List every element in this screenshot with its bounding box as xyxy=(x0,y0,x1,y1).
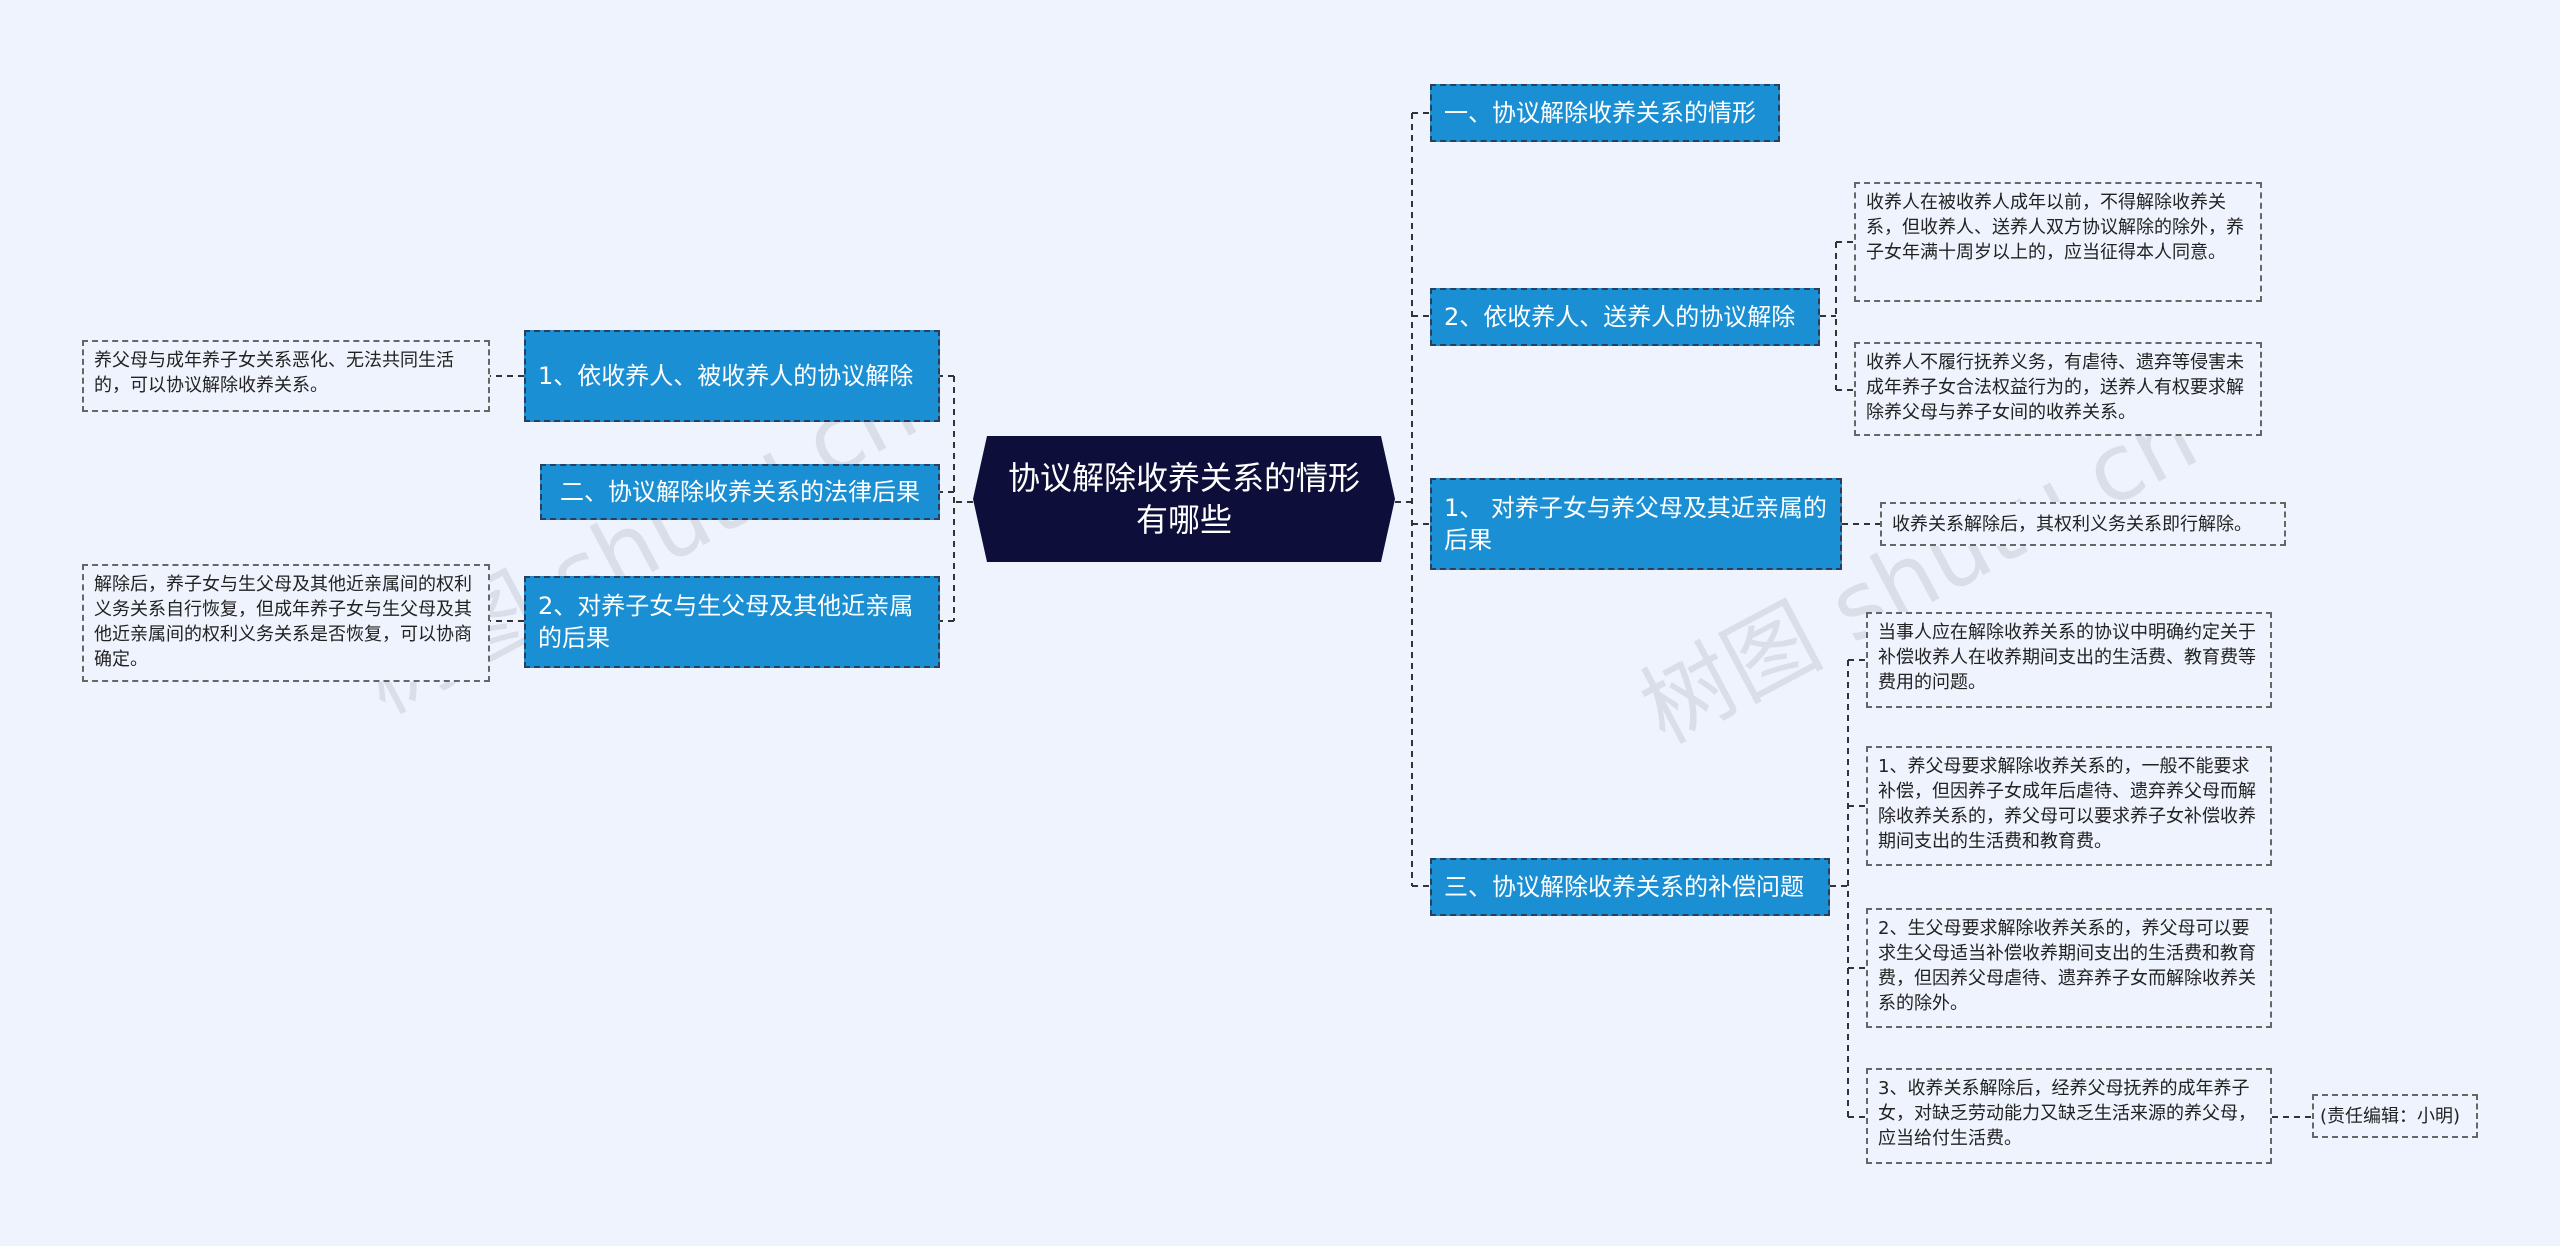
right-b4-leaf-2[interactable]: 1、养父母要求解除收养关系的，一般不能要求补偿，但因养子女成年后虐待、遗弃养父母… xyxy=(1866,746,2272,866)
right-b4-leaf-3-text: 2、生父母要求解除收养关系的，养父母可以要求生父母适当补偿收养期间支出的生活费和… xyxy=(1878,918,2256,1014)
left-branch-2-label: 二、协议解除收养关系的法律后果 xyxy=(560,478,920,506)
right-branch-2[interactable]: 2、依收养人、送养人的协议解除 xyxy=(1430,288,1820,346)
right-branch-1[interactable]: 一、协议解除收养关系的情形 xyxy=(1430,84,1780,142)
right-branch-4-label: 三、协议解除收养关系的补偿问题 xyxy=(1444,873,1804,901)
left-leaf-1-text: 养父母与成年养子女关系恶化、无法共同生活的，可以协议解除收养关系。 xyxy=(94,350,454,396)
left-leaf-3[interactable]: 解除后，养子女与生父母及其他近亲属间的权利义务关系自行恢复，但成年养子女与生父母… xyxy=(82,564,490,682)
left-branch-1[interactable]: 1、依收养人、被收养人的协议解除 xyxy=(524,330,940,422)
root-title: 协议解除收养关系的情形有哪些 xyxy=(1007,459,1360,539)
right-b3-leaf[interactable]: 收养关系解除后，其权利义务关系即行解除。 xyxy=(1880,502,2286,546)
right-b4-leaf-4[interactable]: 3、收养关系解除后，经养父母抚养的成年养子女，对缺乏劳动能力又缺乏生活来源的养父… xyxy=(1866,1068,2272,1164)
right-b4-leaf-3[interactable]: 2、生父母要求解除收养关系的，养父母可以要求生父母适当补偿收养期间支出的生活费和… xyxy=(1866,908,2272,1028)
right-branch-4[interactable]: 三、协议解除收养关系的补偿问题 xyxy=(1430,858,1830,916)
right-b4-leaf-1[interactable]: 当事人应在解除收养关系的协议中明确约定关于补偿收养人在收养期间支出的生活费、教育… xyxy=(1866,612,2272,708)
left-leaf-3-text: 解除后，养子女与生父母及其他近亲属间的权利义务关系自行恢复，但成年养子女与生父母… xyxy=(94,574,472,670)
right-b3-leaf-text: 收养关系解除后，其权利义务关系即行解除。 xyxy=(1892,513,2252,535)
left-branch-2[interactable]: 二、协议解除收养关系的法律后果 xyxy=(540,464,940,520)
root-topic[interactable]: 协议解除收养关系的情形有哪些 xyxy=(973,436,1395,562)
right-b2-leaf-1[interactable]: 收养人在被收养人成年以前，不得解除收养关系，但收养人、送养人双方协议解除的除外，… xyxy=(1854,182,2262,302)
left-leaf-1[interactable]: 养父母与成年养子女关系恶化、无法共同生活的，可以协议解除收养关系。 xyxy=(82,340,490,412)
editor-note-text: (责任编辑：小明) xyxy=(2320,1105,2461,1127)
right-branch-3-label: 1、 对养子女与养父母及其近亲属的后果 xyxy=(1444,494,1827,554)
right-b4-leaf-1-text: 当事人应在解除收养关系的协议中明确约定关于补偿收养人在收养期间支出的生活费、教育… xyxy=(1878,622,2256,693)
editor-note[interactable]: (责任编辑：小明) xyxy=(2312,1094,2478,1138)
right-b4-leaf-4-text: 3、收养关系解除后，经养父母抚养的成年养子女，对缺乏劳动能力又缺乏生活来源的养父… xyxy=(1878,1078,2256,1149)
left-branch-3-label: 2、对养子女与生父母及其他近亲属的后果 xyxy=(538,592,914,652)
right-branch-2-label: 2、依收养人、送养人的协议解除 xyxy=(1444,303,1796,331)
right-b2-leaf-2[interactable]: 收养人不履行抚养义务，有虐待、遗弃等侵害未成年养子女合法权益行为的，送养人有权要… xyxy=(1854,342,2262,436)
left-branch-1-label: 1、依收养人、被收养人的协议解除 xyxy=(538,362,914,390)
left-branch-3[interactable]: 2、对养子女与生父母及其他近亲属的后果 xyxy=(524,576,940,668)
right-branch-3[interactable]: 1、 对养子女与养父母及其近亲属的后果 xyxy=(1430,478,1842,570)
right-branch-1-label: 一、协议解除收养关系的情形 xyxy=(1444,99,1756,127)
right-b2-leaf-2-text: 收养人不履行抚养义务，有虐待、遗弃等侵害未成年养子女合法权益行为的，送养人有权要… xyxy=(1866,352,2244,423)
right-b4-leaf-2-text: 1、养父母要求解除收养关系的，一般不能要求补偿，但因养子女成年后虐待、遗弃养父母… xyxy=(1878,756,2256,852)
right-b2-leaf-1-text: 收养人在被收养人成年以前，不得解除收养关系，但收养人、送养人双方协议解除的除外，… xyxy=(1866,192,2244,263)
